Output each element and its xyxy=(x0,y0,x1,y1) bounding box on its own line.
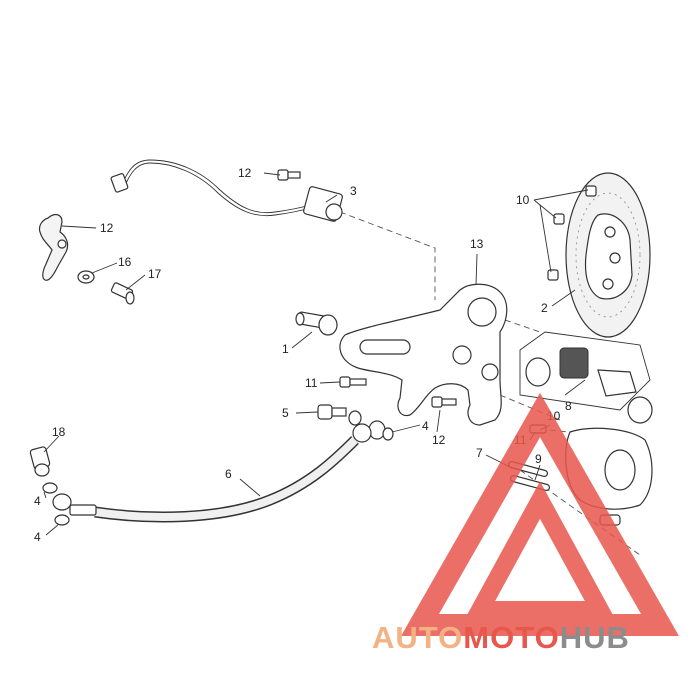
banjo-bolt-5 xyxy=(317,404,347,420)
bolts-12-disc xyxy=(547,185,597,281)
watermark-auto: AUTO xyxy=(372,620,463,655)
bracket-14 xyxy=(38,213,69,281)
callout-2: 2 xyxy=(541,301,548,315)
brake-pads-8 xyxy=(519,331,653,424)
callout-5: 5 xyxy=(282,406,289,420)
washer-16 xyxy=(77,270,95,284)
callout-17: 17 xyxy=(148,267,162,281)
callout-6: 6 xyxy=(225,467,232,481)
watermark-logo xyxy=(401,392,679,636)
pin-1 xyxy=(295,311,338,336)
callout-4-lower: 4 xyxy=(34,530,41,544)
bolt-12-left xyxy=(339,376,367,388)
brake-disc-2 xyxy=(565,172,651,338)
callout-9: 9 xyxy=(535,452,542,466)
watermark-text: AUTOMOTOHUB xyxy=(372,620,630,655)
callout-12-lower: 12 xyxy=(432,433,446,447)
speed-sensor xyxy=(110,159,343,222)
washers-4-lower xyxy=(42,482,70,526)
bolt-12-lower xyxy=(431,396,457,408)
callout-15: 13 xyxy=(470,237,484,251)
callout-4-mid: 4 xyxy=(34,494,41,508)
callout-14: 12 xyxy=(100,221,114,235)
brake-hose-6 xyxy=(52,423,372,523)
callout-12-left: 11 xyxy=(305,376,318,390)
callout-18: 18 xyxy=(52,425,66,439)
callout-1: 1 xyxy=(282,342,289,356)
banjo-bolt-18 xyxy=(29,446,51,477)
callout-8: 8 xyxy=(565,399,572,413)
callout-labels: 12 3 12 16 17 13 1 11 5 4 12 6 18 4 4 10… xyxy=(34,166,572,544)
watermark-hub: HUB xyxy=(560,620,630,655)
callout-4-upper: 4 xyxy=(422,419,429,433)
caliper-bracket-15 xyxy=(339,283,508,426)
callout-7: 7 xyxy=(476,446,483,460)
callout-13: 12 xyxy=(238,166,252,180)
bolt-13 xyxy=(277,169,301,181)
callout-12-disc: 10 xyxy=(516,193,530,207)
callout-3: 3 xyxy=(350,184,357,198)
pin-17 xyxy=(110,282,135,305)
callout-16: 16 xyxy=(118,255,132,269)
svg-text:AUTOMOTOHUB: AUTOMOTOHUB xyxy=(372,620,630,655)
watermark-moto: MOTO xyxy=(463,620,559,655)
watermark-triangle-outer xyxy=(401,392,679,636)
watermark-triangle-inner xyxy=(464,481,616,619)
